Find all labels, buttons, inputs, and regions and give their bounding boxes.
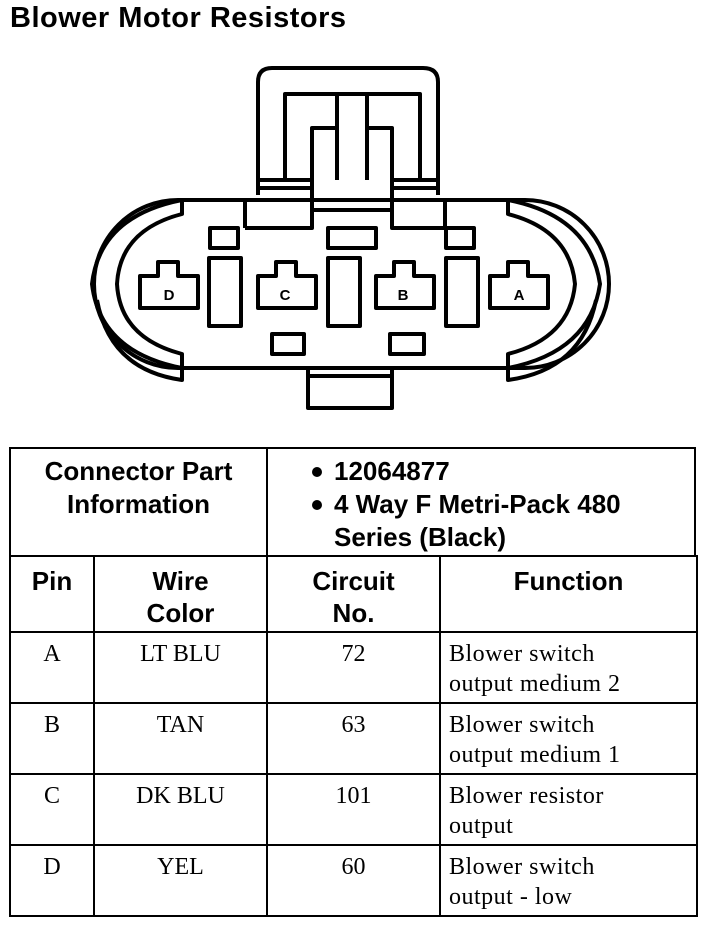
pin-cavity-c xyxy=(256,260,318,310)
part-number-item: 12064877 xyxy=(268,455,694,488)
bottom-tab xyxy=(270,332,426,410)
pin-label-b: B xyxy=(398,287,409,304)
connector-part-information: Connector Part Information 12064877 4 Wa… xyxy=(9,447,696,557)
pin-cavity-d xyxy=(138,260,200,310)
part-info-label-line1: Connector Part xyxy=(44,456,233,486)
connector-body xyxy=(92,198,611,370)
connector-face-diagram: D C B A xyxy=(90,66,611,410)
cell-circuit: 60 xyxy=(266,844,441,917)
pin-label-c: C xyxy=(280,287,291,304)
cell-wire-color: TAN xyxy=(93,702,268,775)
cell-wire-color: DK BLU xyxy=(93,773,268,846)
cell-pin: C xyxy=(9,773,95,846)
cell-function: Blower resistor output xyxy=(439,773,698,846)
part-description-line1: 4 Way F Metri-Pack 480 xyxy=(334,489,621,519)
header-pin: Pin xyxy=(9,555,95,633)
part-description-item: 4 Way F Metri-Pack 480 xyxy=(268,488,694,521)
table-row: D YEL 60 Blower switch output - low xyxy=(9,844,698,917)
pin-cavity-a xyxy=(488,260,550,310)
part-info-label: Connector Part Information xyxy=(11,449,268,557)
table-header-row: Pin Wire Color Circuit No. Function xyxy=(9,555,698,633)
cell-circuit: 72 xyxy=(266,631,441,704)
left-wing xyxy=(90,198,184,382)
cell-pin: B xyxy=(9,702,95,775)
part-number: 12064877 xyxy=(334,456,450,486)
cell-function: Blower switch output medium 1 xyxy=(439,702,698,775)
header-function: Function xyxy=(439,555,698,633)
upper-mold-blocks xyxy=(208,200,476,250)
bullet-icon xyxy=(312,467,322,477)
pin-cavity-b xyxy=(374,260,436,310)
cell-pin: D xyxy=(9,844,95,917)
part-description-line2: Series (Black) xyxy=(334,522,506,552)
part-info-details: 12064877 4 Way F Metri-Pack 480 Series (… xyxy=(268,449,694,563)
cell-wire-color: YEL xyxy=(93,844,268,917)
pin-label-d: D xyxy=(164,287,175,304)
cell-circuit: 63 xyxy=(266,702,441,775)
pin-label-a: A xyxy=(514,287,525,304)
table-row: B TAN 63 Blower switch output medium 1 xyxy=(9,702,698,775)
page-title: Blower Motor Resistors xyxy=(10,2,347,34)
locking-latch xyxy=(256,66,440,210)
bullet-icon xyxy=(312,500,322,510)
header-wire-color: Wire Color xyxy=(93,555,268,633)
cavity-dividers xyxy=(207,256,480,328)
cell-function: Blower switch output - low xyxy=(439,844,698,917)
table-row: A LT BLU 72 Blower switch output medium … xyxy=(9,631,698,704)
part-info-label-line2: Information xyxy=(67,489,210,519)
table-row: C DK BLU 101 Blower resistor output xyxy=(9,773,698,846)
cell-function: Blower switch output medium 2 xyxy=(439,631,698,704)
cell-circuit: 101 xyxy=(266,773,441,846)
header-circuit-no: Circuit No. xyxy=(266,555,441,633)
cell-wire-color: LT BLU xyxy=(93,631,268,704)
pin-assignment-table: Pin Wire Color Circuit No. Function A LT… xyxy=(9,555,698,917)
right-wing xyxy=(506,198,602,382)
cell-pin: A xyxy=(9,631,95,704)
